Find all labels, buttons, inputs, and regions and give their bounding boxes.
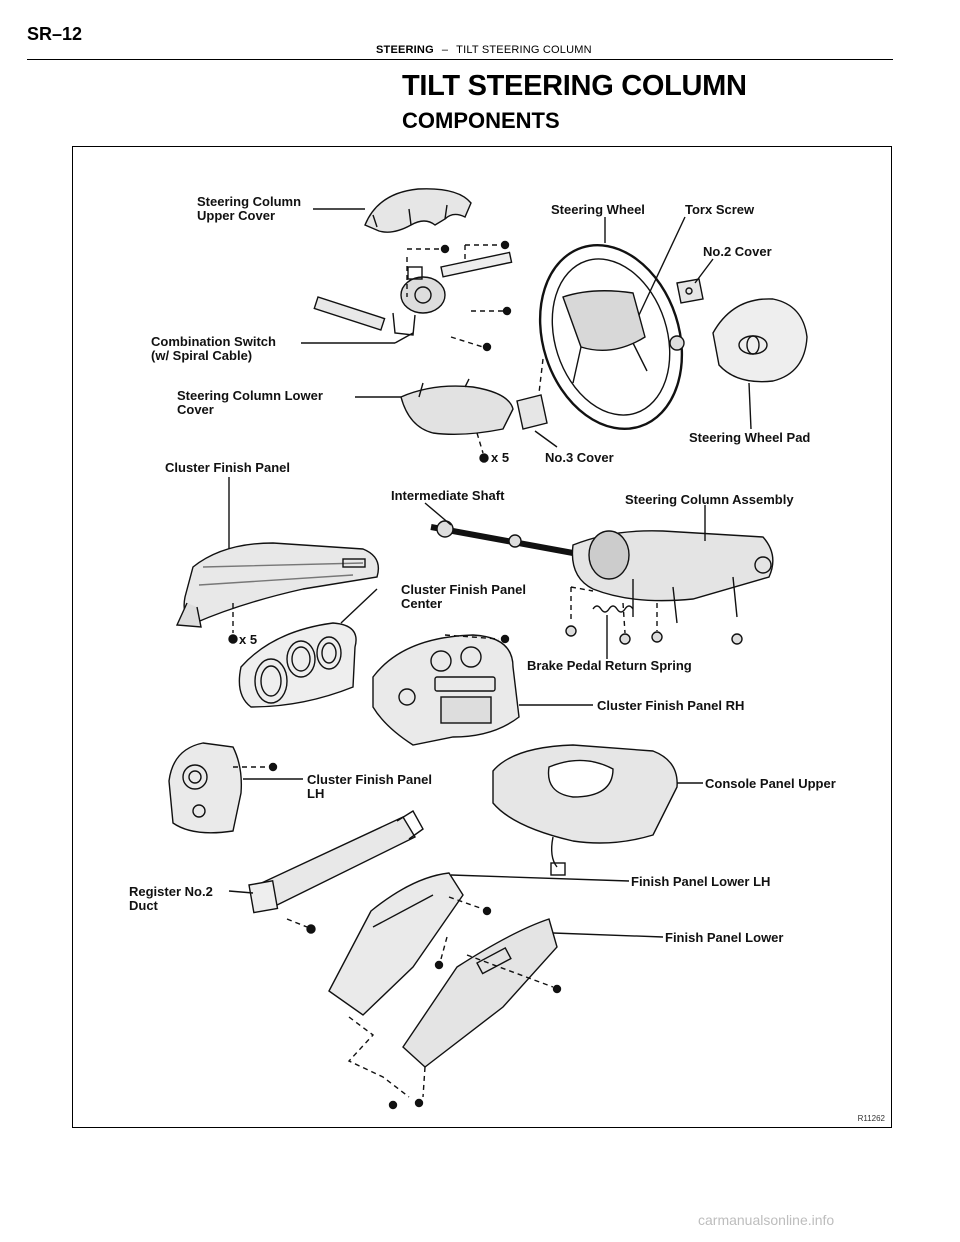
- label-finish-panel-lower: Finish Panel Lower: [665, 930, 784, 945]
- cluster-panel-rh-part: [372, 634, 520, 746]
- label-console-panel-upper: Console Panel Upper: [705, 776, 836, 791]
- watermark: carmanualsonline.info: [698, 1212, 835, 1228]
- running-head-section: STEERING: [376, 44, 434, 56]
- screws-switch: [440, 240, 512, 352]
- screws-lower-panels: [388, 906, 562, 1110]
- dashed-lower-screws: [347, 896, 554, 1098]
- screw-lower-cover: [479, 453, 489, 463]
- leader-torx-screw: [638, 216, 686, 316]
- leader-combination-switch-2: [394, 332, 414, 344]
- console-panel-upper-part: [492, 744, 678, 876]
- label-screw-count-upper: x 5: [491, 450, 510, 465]
- no3-cover-part: [516, 394, 548, 430]
- finish-panel-lower-lh-part: [328, 872, 464, 1016]
- leader-steering-wheel-pad: [748, 382, 752, 430]
- running-head-separator: –: [441, 44, 449, 56]
- leader-finish-panel-lower-lh: [450, 874, 630, 882]
- screw-cluster-panel: [228, 634, 238, 644]
- label-intermediate-shaft: Intermediate Shaft: [391, 488, 505, 503]
- label-combination-switch: Combination Switch(w/ Spiral Cable): [151, 334, 276, 363]
- dashed-duct-screw: [286, 918, 308, 928]
- register-duct-part: [248, 810, 424, 914]
- label-steering-wheel: Steering Wheel: [551, 202, 645, 217]
- page-code: SR–12: [27, 24, 83, 44]
- label-cluster-finish-panel: Cluster Finish Panel: [165, 460, 290, 475]
- column-assembly-part: [571, 530, 774, 624]
- no2-cover-part: [676, 278, 704, 304]
- label-no3-cover: No.3 Cover: [545, 450, 614, 465]
- label-brake-pedal-spring: Brake Pedal Return Spring: [527, 658, 692, 673]
- page-title: TILT STEERING COLUMN: [402, 70, 747, 102]
- label-column-assembly: Steering Column Assembly: [625, 492, 794, 507]
- dashed-rh-screw: [444, 634, 500, 640]
- screw-rh: [500, 634, 510, 644]
- diagram-illustration: [168, 188, 808, 1110]
- running-head: STEERING–TILT STEERING COLUMN: [376, 44, 592, 56]
- leader-no2-cover: [694, 258, 714, 284]
- label-torx-screw: Torx Screw: [685, 202, 755, 217]
- header-rule: [27, 59, 893, 60]
- steering-wheel-pad-part: [712, 298, 808, 383]
- dashed-screw-lines-switch: [406, 244, 503, 348]
- nut-wheel: [669, 335, 685, 351]
- cluster-panel-lh-part: [168, 742, 243, 834]
- figure-id: R11262: [857, 1114, 885, 1123]
- screw-lh: [268, 762, 278, 772]
- leader-cluster-panel-center: [340, 588, 378, 624]
- spring-part: [592, 605, 634, 613]
- screw-duct: [306, 924, 316, 934]
- steering-wheel-part: [538, 243, 684, 431]
- nuts-column: [565, 625, 743, 645]
- leader-intermediate-shaft: [424, 502, 452, 526]
- leader-finish-panel-lower: [552, 932, 664, 938]
- running-head-subsection: TILT STEERING COLUMN: [456, 44, 592, 56]
- label-cluster-panel-rh: Cluster Finish Panel RH: [597, 698, 745, 713]
- label-steering-wheel-pad: Steering Wheel Pad: [689, 430, 811, 445]
- cluster-panel-center-part: [238, 622, 357, 708]
- dashed-column-nuts: [570, 586, 658, 634]
- dashed-lower-cover: [476, 432, 484, 454]
- upper-cover-part: [364, 188, 472, 233]
- page-subtitle: COMPONENTS: [402, 108, 560, 133]
- lower-cover-part: [400, 378, 514, 436]
- label-finish-panel-lower-lh: Finish Panel Lower LH: [631, 874, 771, 889]
- intermediate-shaft-part: [430, 520, 574, 556]
- dashed-no3-cover: [538, 358, 544, 394]
- cluster-finish-panel-part: [175, 542, 380, 628]
- leader-register-duct: [228, 890, 254, 894]
- combination-switch-part: [313, 251, 513, 336]
- label-screw-count-lower: x 5: [239, 632, 258, 647]
- leader-no3-cover: [534, 430, 558, 448]
- label-no2-cover: No.2 Cover: [703, 244, 772, 259]
